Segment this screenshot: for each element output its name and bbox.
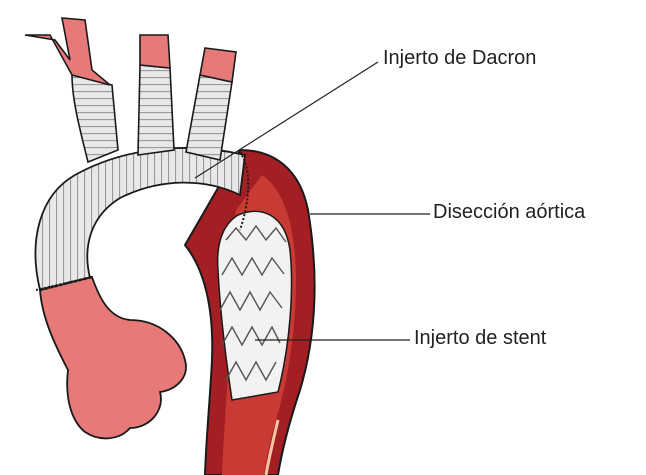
left-branch-vessel (25, 18, 110, 85)
branch-graft-2 (138, 65, 174, 155)
branch-graft-3 (186, 75, 232, 160)
aortic-root (40, 277, 186, 438)
aortic-dissection-label: Disección aórtica (433, 201, 585, 224)
branch-graft-1 (72, 75, 118, 162)
middle-branch-vessel (140, 35, 170, 68)
right-branch-vessel (200, 48, 236, 82)
stent-graft-label: Injerto de stent (414, 327, 546, 350)
dacron-graft-label: Injerto de Dacron (383, 47, 536, 70)
